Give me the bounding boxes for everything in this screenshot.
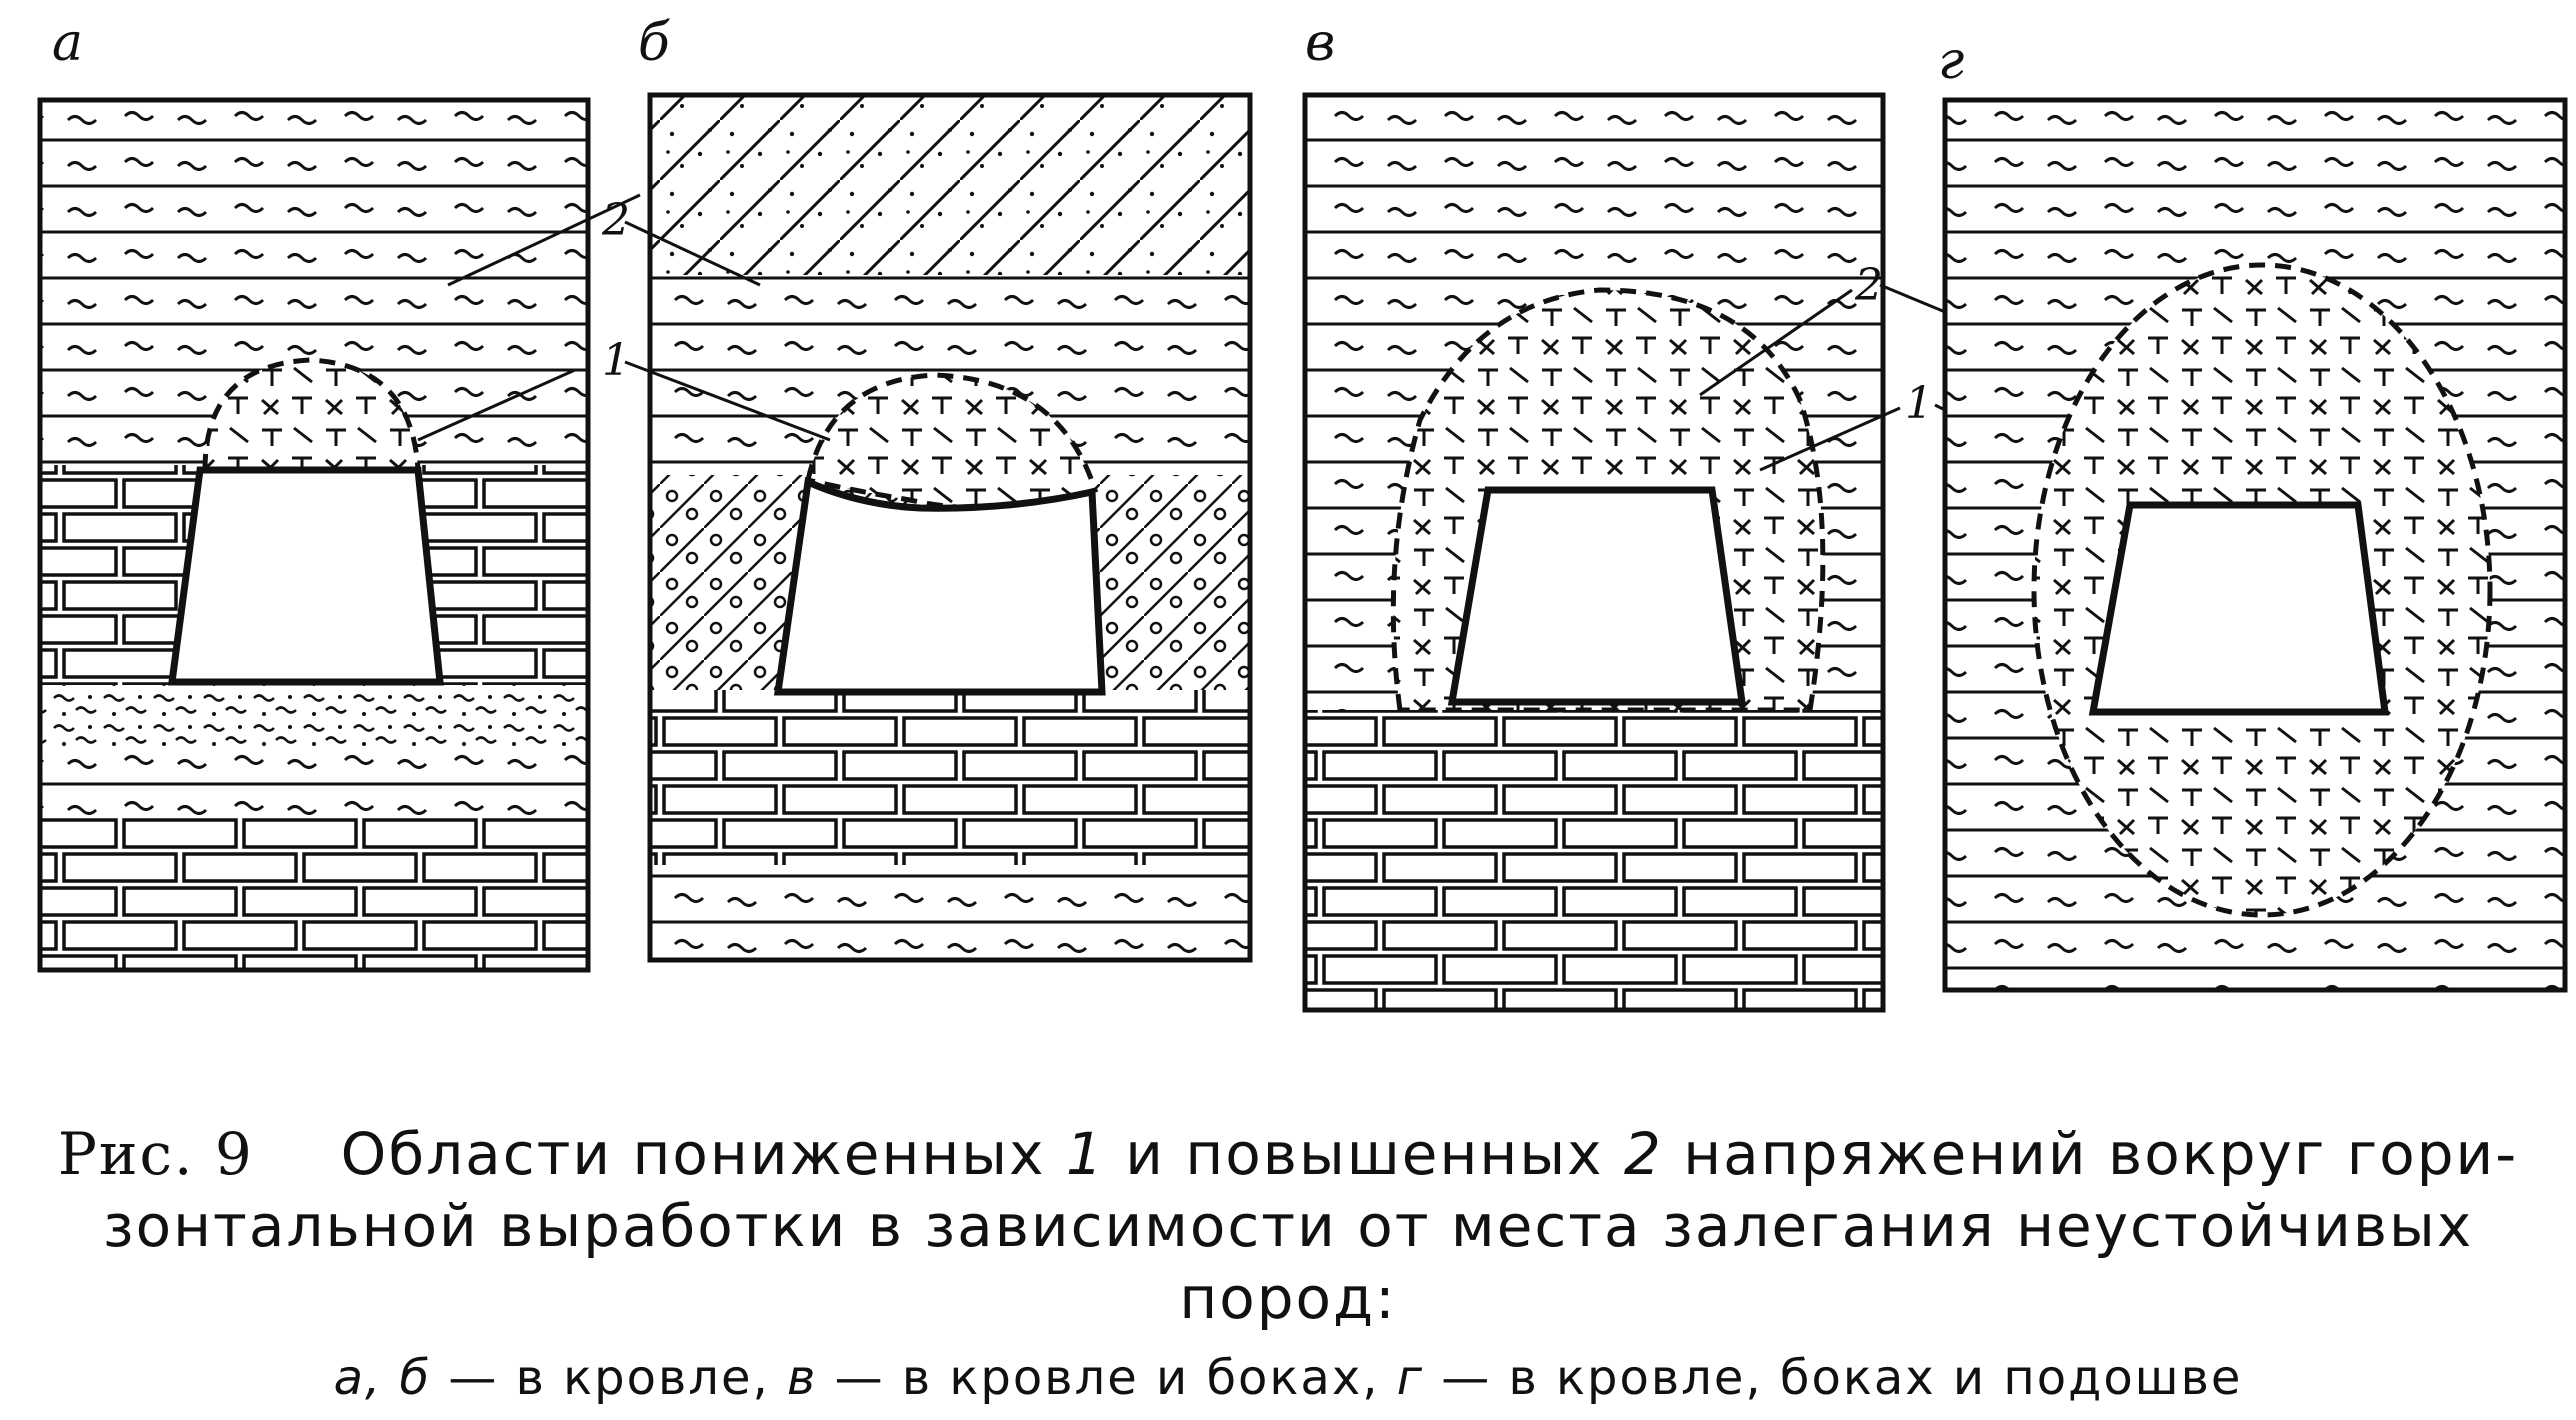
crumbly-layer [40,685,588,750]
shale-layer-lower [40,750,588,815]
limestone-layer-lower [40,815,588,970]
panel-b: б 2 1 [601,13,1253,963]
figure-drawing: а б [37,13,2568,1013]
caption-text-1b: и повышенных [1125,1120,1604,1188]
caption-text-1c: напряжений вокруг гори- [1683,1120,2519,1188]
caption-number-2: 2 [1623,1120,1663,1188]
panel-border [1302,92,1886,1013]
legend-v-text: — в кровле и боках, [834,1350,1380,1406]
sandstone-layer [650,95,1250,275]
leader-line-2 [624,220,761,287]
panel-g: г [1938,31,2568,993]
caption-line-2: зонтальной выработки в зависимости от ме… [102,1192,2474,1260]
panel-border [37,97,591,973]
excavation-opening [1447,486,1747,706]
legend-ab-letters: а, б [333,1350,432,1406]
label-1: 1 [1905,378,1933,429]
caption-legend: а, б — в кровле, в — в кровле и боках, г… [0,1350,2576,1406]
excavation-opening [2088,501,2389,716]
excavation-opening [168,466,444,686]
stress-zone [805,372,1099,511]
limestone-layer [650,690,1250,865]
figure-label: Рис. 9 [57,1120,254,1188]
legend-g-letter: г [1396,1350,1424,1406]
caption-number-1: 1 [1065,1120,1105,1188]
panel-v: в 2 1 [1302,13,2106,1013]
stress-zone [202,357,421,473]
label-2: 2 [601,195,630,246]
limestone-layer [1305,710,1883,1010]
panel-letter-g: г [1938,31,1964,91]
leader-line-1 [1759,406,1901,472]
panel-letter-b: б [638,13,670,73]
panel-a: а [37,13,641,973]
panel-letter-a: а [52,13,83,73]
leader-line-2 [447,193,641,287]
leader-line-2 [1699,288,1853,397]
shale-layer-lower [650,865,1250,960]
legend-g-text: — в кровле, боках и подошве [1441,1350,2243,1406]
panel-letter-v: в [1305,13,1335,73]
figure: а б [37,13,2568,1013]
panel-border [1942,97,2568,993]
leader-line-1 [624,360,831,442]
legend-ab-text: — в кровле, [448,1350,770,1406]
caption-line-1: Рис. 9 Области пониженных 1 и повышенных… [0,1120,2576,1188]
excavation-opening [773,476,1106,696]
caption-line-3: пород: [1179,1264,1397,1332]
legend-v-letter: в [787,1350,818,1406]
panel-border [647,92,1253,963]
label-1: 1 [602,335,630,386]
leader-line-1 [417,368,576,442]
label-2: 2 [1854,260,1883,311]
caption-text-1a: Области пониженных [340,1120,1046,1188]
